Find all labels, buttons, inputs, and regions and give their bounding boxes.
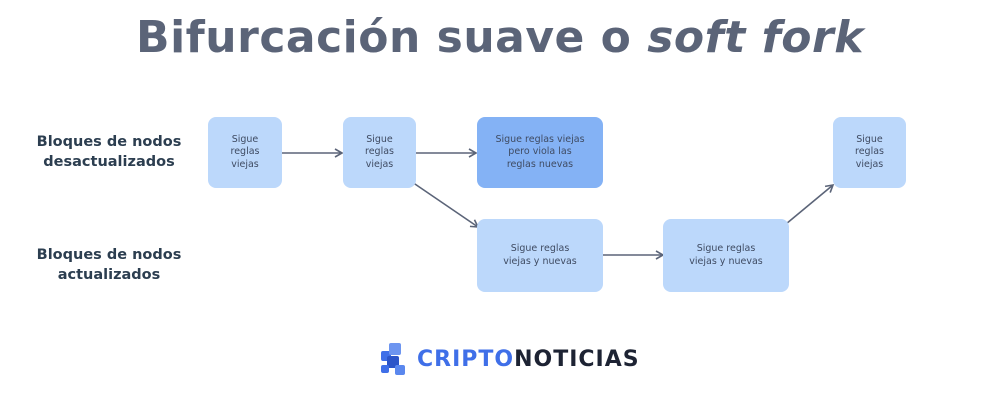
block-3-highlight: Sigue reglas viejas pero viola las regla… (477, 117, 603, 188)
brand-logo: CRIPTONOTICIAS (381, 342, 640, 378)
block-5: Sigue reglas viejas y nuevas (663, 219, 789, 292)
block-6: Sigue reglas viejas (833, 117, 906, 188)
row-label-outdated: Bloques de nodos desactualizados (36, 134, 182, 170)
block-1: Sigue reglas viejas (208, 117, 282, 188)
arrow-b5-b6 (785, 183, 835, 225)
block-2: Sigue reglas viejas (343, 117, 416, 188)
title-main: Bifurcación suave o (136, 12, 648, 63)
block-4: Sigue reglas viejas y nuevas (477, 219, 603, 292)
logo-wordmark: CRIPTONOTICIAS (417, 347, 640, 372)
row-label-updated: Bloques de nodos actualizados (36, 247, 182, 283)
arrow-b2-b4 (411, 181, 480, 228)
logo-icon (381, 343, 407, 377)
title-italic: soft fork (647, 12, 864, 63)
diagram-title: Bifurcación suave o soft fork (0, 12, 1000, 63)
